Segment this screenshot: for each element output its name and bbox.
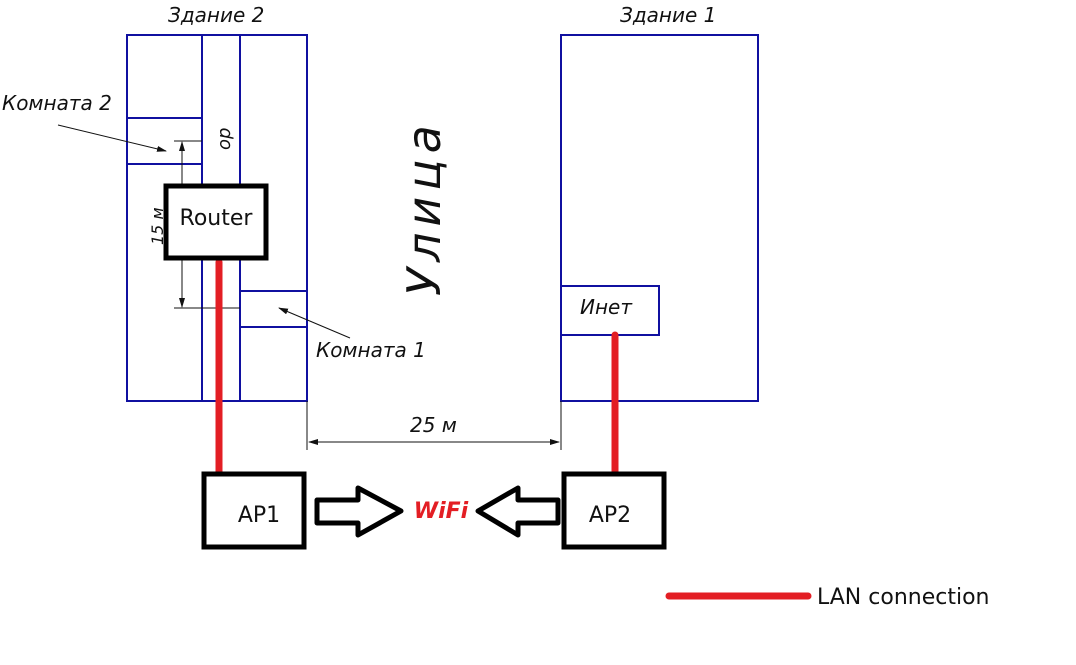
room-1-label: Комната 1: [316, 338, 426, 362]
ap2-label: AP2: [589, 503, 631, 528]
building-1-outline: [560, 34, 759, 402]
wifi-arrow-left-icon: [475, 485, 561, 538]
room-2-label: Комната 2: [2, 91, 112, 115]
building-2-label: Здание 2: [168, 3, 264, 27]
street-label: Улица: [397, 119, 451, 296]
router-box: [163, 183, 269, 261]
vertical-dimension: [174, 140, 240, 309]
corridor-label-fragment: ор: [214, 128, 235, 150]
router-label: Router: [180, 206, 254, 231]
access-point-1: AP1: [201, 471, 307, 550]
wifi-arrow-right-icon: [314, 485, 404, 538]
legend-lan-label: LAN connection: [817, 585, 989, 610]
ap1-label: AP1: [238, 503, 280, 528]
access-point-2: AP2: [561, 471, 667, 550]
inet-label: Инет: [580, 295, 633, 319]
distance-label: 25 м: [410, 413, 457, 437]
room-1-leader: [278, 307, 351, 339]
dimension-label-fragment: 15 м: [148, 207, 167, 245]
building-1-label: Здание 1: [620, 3, 716, 27]
distance-dimension: [306, 401, 562, 450]
room-2-leader: [57, 124, 167, 152]
legend: LAN connection: [665, 585, 989, 610]
router: Router: [163, 183, 269, 261]
ap1-box: [201, 471, 307, 550]
building-1: [560, 34, 759, 402]
wifi-label: WiFi: [414, 499, 469, 524]
ap2-box: [561, 471, 667, 550]
inet-room: [560, 285, 660, 336]
